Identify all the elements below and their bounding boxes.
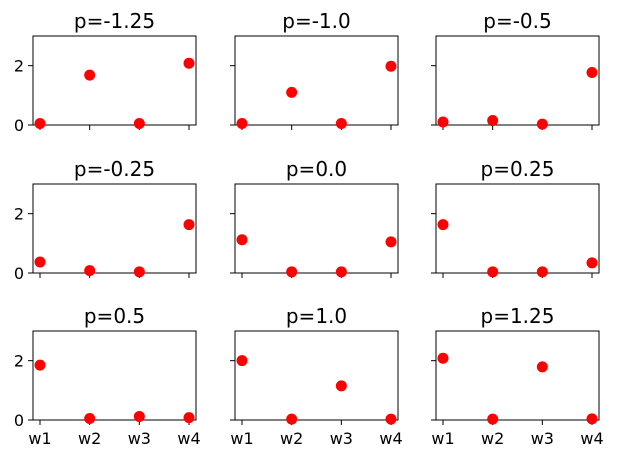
axes-frame [234,183,399,274]
y-tick-label: 0 [14,116,24,135]
data-point [385,60,397,72]
axes-frame [435,35,600,126]
x-tick-label: w4 [580,429,603,448]
x-tick-label: w4 [379,429,402,448]
data-point [487,115,499,127]
data-point [286,413,298,425]
panel-title: p=0.0 [286,157,347,181]
data-point [385,413,397,425]
data-point [34,359,46,371]
data-point [84,69,96,81]
data-point [183,219,195,231]
data-point [286,266,298,278]
data-point [487,266,499,278]
data-point [437,219,449,231]
x-tick-label: w4 [177,429,200,448]
panel-title: p=1.0 [286,304,347,328]
x-tick-label: w2 [280,429,303,448]
data-point [586,66,598,78]
y-tick-label: 2 [14,57,24,76]
data-point [34,118,46,130]
y-tick-label: 2 [14,205,24,224]
panel-title: p=-1.0 [282,9,350,33]
data-point [586,413,598,425]
data-point [335,380,347,392]
y-tick-label: 0 [14,411,24,430]
data-point [487,413,499,425]
data-point [536,118,548,130]
data-point [183,412,195,424]
axes-frame [32,330,197,421]
panel-title: p=-1.25 [74,9,155,33]
data-point [385,236,397,248]
data-point [536,266,548,278]
panel-title: p=-0.5 [483,9,551,33]
data-point [183,57,195,69]
data-point [84,265,96,277]
data-point [335,266,347,278]
data-point [236,234,248,246]
data-point [536,361,548,373]
x-tick-label: w2 [481,429,504,448]
data-point [437,116,449,128]
axes-frame [435,330,600,421]
panel-title: p=0.25 [481,157,555,181]
x-tick-label: w3 [330,429,353,448]
data-point [236,355,248,367]
x-tick-label: w1 [230,429,253,448]
x-tick-label: w3 [531,429,554,448]
data-point [34,256,46,268]
x-tick-label: w1 [431,429,454,448]
data-point [133,410,145,422]
x-tick-label: w2 [78,429,101,448]
data-point [437,352,449,364]
data-point [236,118,248,130]
panel-title: p=1.25 [481,304,555,328]
data-point [335,118,347,130]
y-tick-label: 2 [14,352,24,371]
axes-frame [32,183,197,274]
axes-frame [234,330,399,421]
axes-frame [234,35,399,126]
axes-frame [32,35,197,126]
panel-title: p=0.5 [84,304,145,328]
data-point [286,86,298,98]
data-point [133,266,145,278]
data-point [133,118,145,130]
data-point [586,257,598,269]
x-tick-label: w1 [28,429,51,448]
axes-frame [435,183,600,274]
data-point [84,413,96,425]
x-tick-label: w3 [128,429,151,448]
y-tick-label: 0 [14,264,24,283]
panel-title: p=-0.25 [74,157,155,181]
